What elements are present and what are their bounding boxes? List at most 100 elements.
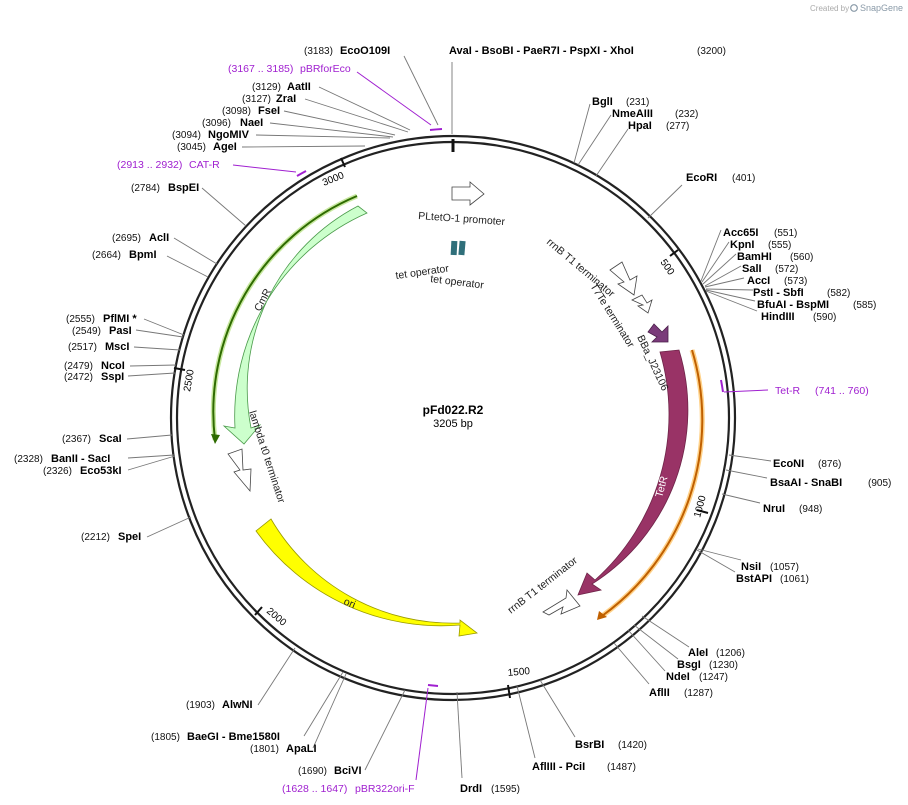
feature-rrnb-terminator-1 — [609, 261, 638, 296]
tick-1000 — [696, 509, 709, 514]
leader-naei — [269, 122, 394, 138]
feature-cmr[interactable] — [222, 205, 368, 445]
tick-label-1500: 1500 — [507, 666, 531, 679]
leader-ndei — [627, 629, 666, 672]
site-nsii[interactable]: NsiI — [741, 561, 761, 573]
site-pasi[interactable]: PasI — [109, 325, 132, 337]
site-pos-ecoo109i: (3183) — [304, 46, 333, 57]
leader-acli — [173, 237, 218, 265]
site-kpni[interactable]: KpnI — [730, 239, 754, 251]
site-baegi[interactable]: BaeGI - Bme1580I — [187, 731, 280, 743]
site-bcivi[interactable]: BciVI — [334, 765, 362, 777]
site-hindiii[interactable]: HindIII — [761, 311, 795, 323]
leader-tet-r — [723, 389, 769, 393]
leader-alei — [641, 615, 690, 648]
site-pos-nmeaiii: (232) — [675, 109, 698, 120]
site-banii[interactable]: BanII - SacI — [51, 453, 110, 465]
feature-ori[interactable] — [255, 518, 478, 637]
site-pos-bgli: (231) — [626, 97, 649, 108]
site-pos-nrui: (948) — [799, 504, 822, 515]
site-econi[interactable]: EcoNI — [773, 458, 804, 470]
plasmid-size: 3205 bp — [433, 418, 473, 430]
site-naei[interactable]: NaeI — [240, 117, 263, 129]
site-bfuai[interactable]: BfuAI - BspMI — [757, 299, 829, 311]
site-zrai[interactable]: ZraI — [276, 93, 296, 105]
feature-tet-operator-2 — [458, 240, 466, 256]
leader-bamhi — [702, 253, 737, 285]
site-afliii[interactable]: AflIII - PciI — [532, 761, 585, 773]
site-scai[interactable]: ScaI — [99, 433, 122, 445]
site-bsrbi[interactable]: BsrBI — [575, 739, 604, 751]
tick-label-2500: 2500 — [182, 368, 197, 392]
primer-cat-r[interactable]: CAT-R — [189, 159, 220, 171]
site-msci[interactable]: MscI — [105, 341, 129, 353]
site-agei[interactable]: AgeI — [213, 141, 237, 153]
leader-sali — [704, 265, 742, 287]
site-ecori[interactable]: EcoRI — [686, 172, 717, 184]
site-pos-afliii: (1487) — [607, 762, 636, 773]
cmr-arrow-head — [211, 434, 220, 444]
site-bsaai[interactable]: BsaAI - SnaBI — [770, 477, 842, 489]
site-acli[interactable]: AclI — [149, 232, 169, 244]
leader-nmeaiii — [577, 114, 612, 166]
site-bstapi[interactable]: BstAPI — [736, 573, 772, 585]
site-pflmi[interactable]: PflMI * — [103, 313, 137, 325]
feature-tetr[interactable] — [577, 349, 689, 596]
site-bpmi[interactable]: BpmI — [129, 249, 157, 261]
leader-bpmi — [166, 255, 209, 278]
leader-aatii — [318, 86, 411, 131]
feature-rrnb-terminator-2 — [542, 589, 581, 616]
site-alei[interactable]: AleI — [688, 647, 708, 659]
primer-pos-pbr322ori-f: (1628 .. 1647) — [282, 783, 347, 795]
primer-pbr322ori-f[interactable]: pBR322ori-F — [355, 783, 415, 795]
site-drdi[interactable]: DrdI — [460, 783, 482, 795]
site-bgli[interactable]: BglI — [592, 96, 613, 108]
site-psti[interactable]: PstI - SbfI — [753, 287, 804, 299]
site-ndei[interactable]: NdeI — [666, 671, 690, 683]
feature-lambda-terminator — [227, 448, 252, 493]
site-fsei[interactable]: FseI — [258, 105, 280, 117]
leader-pasi — [135, 329, 184, 338]
leader-zrai — [304, 98, 409, 133]
site-ngomiv[interactable]: NgoMIV — [208, 129, 250, 141]
site-bsgi[interactable]: BsgI — [677, 659, 701, 671]
site-nrui[interactable]: NruI — [763, 503, 785, 515]
site-eco53ki[interactable]: Eco53kI — [80, 465, 122, 477]
primer-pbrforeco[interactable]: pBRforEco — [300, 63, 351, 75]
primer-tet-r[interactable]: Tet-R — [775, 385, 801, 397]
site-alwni[interactable]: AlwNI — [222, 699, 253, 711]
site-bamhi[interactable]: BamHI — [737, 251, 772, 263]
site-spei[interactable]: SpeI — [118, 531, 141, 543]
primer-arc-pbr322ori-f — [427, 684, 439, 687]
leader-ecori — [647, 184, 683, 219]
backbone-outer-ring — [169, 134, 737, 702]
site-apali[interactable]: ApaLI — [286, 743, 317, 755]
site-acc65i[interactable]: Acc65I — [723, 227, 758, 239]
site-pos-kpni: (555) — [768, 240, 791, 251]
site-bspei[interactable]: BspEI — [168, 182, 199, 194]
site-pos-ncoi: (2479) — [64, 361, 93, 372]
site-pos-bsrbi: (1420) — [618, 740, 647, 751]
site-pos-acci: (573) — [784, 276, 807, 287]
leader-pbrforeco — [356, 71, 432, 126]
leader-bspei — [201, 187, 247, 227]
feature-label-tetr: TetR — [653, 474, 670, 498]
feature-label-ori: ori — [342, 596, 357, 611]
site-aval[interactable]: AvaI - BsoBI - PaeR7I - PspXI - XhoI — [449, 45, 634, 57]
site-acci[interactable]: AccI — [747, 275, 770, 287]
site-ecoo109i[interactable]: EcoO109I — [340, 45, 390, 57]
site-nmeaiii[interactable]: NmeAIII — [612, 108, 653, 120]
site-aflii[interactable]: AflII — [649, 687, 670, 699]
leader-bsrbi — [539, 679, 576, 738]
site-ncoi[interactable]: NcoI — [101, 360, 125, 372]
site-hpai[interactable]: HpaI — [628, 120, 652, 132]
site-sali[interactable]: SalI — [742, 263, 762, 275]
site-sspi[interactable]: SspI — [101, 371, 124, 383]
leader-afliii — [516, 685, 536, 759]
leader-spei — [146, 516, 192, 538]
site-pos-bsaai: (905) — [868, 478, 891, 489]
primer-leader-lines — [232, 71, 769, 781]
feature-label-cmr: CmR — [252, 286, 274, 313]
site-aatii[interactable]: AatII — [287, 81, 311, 93]
